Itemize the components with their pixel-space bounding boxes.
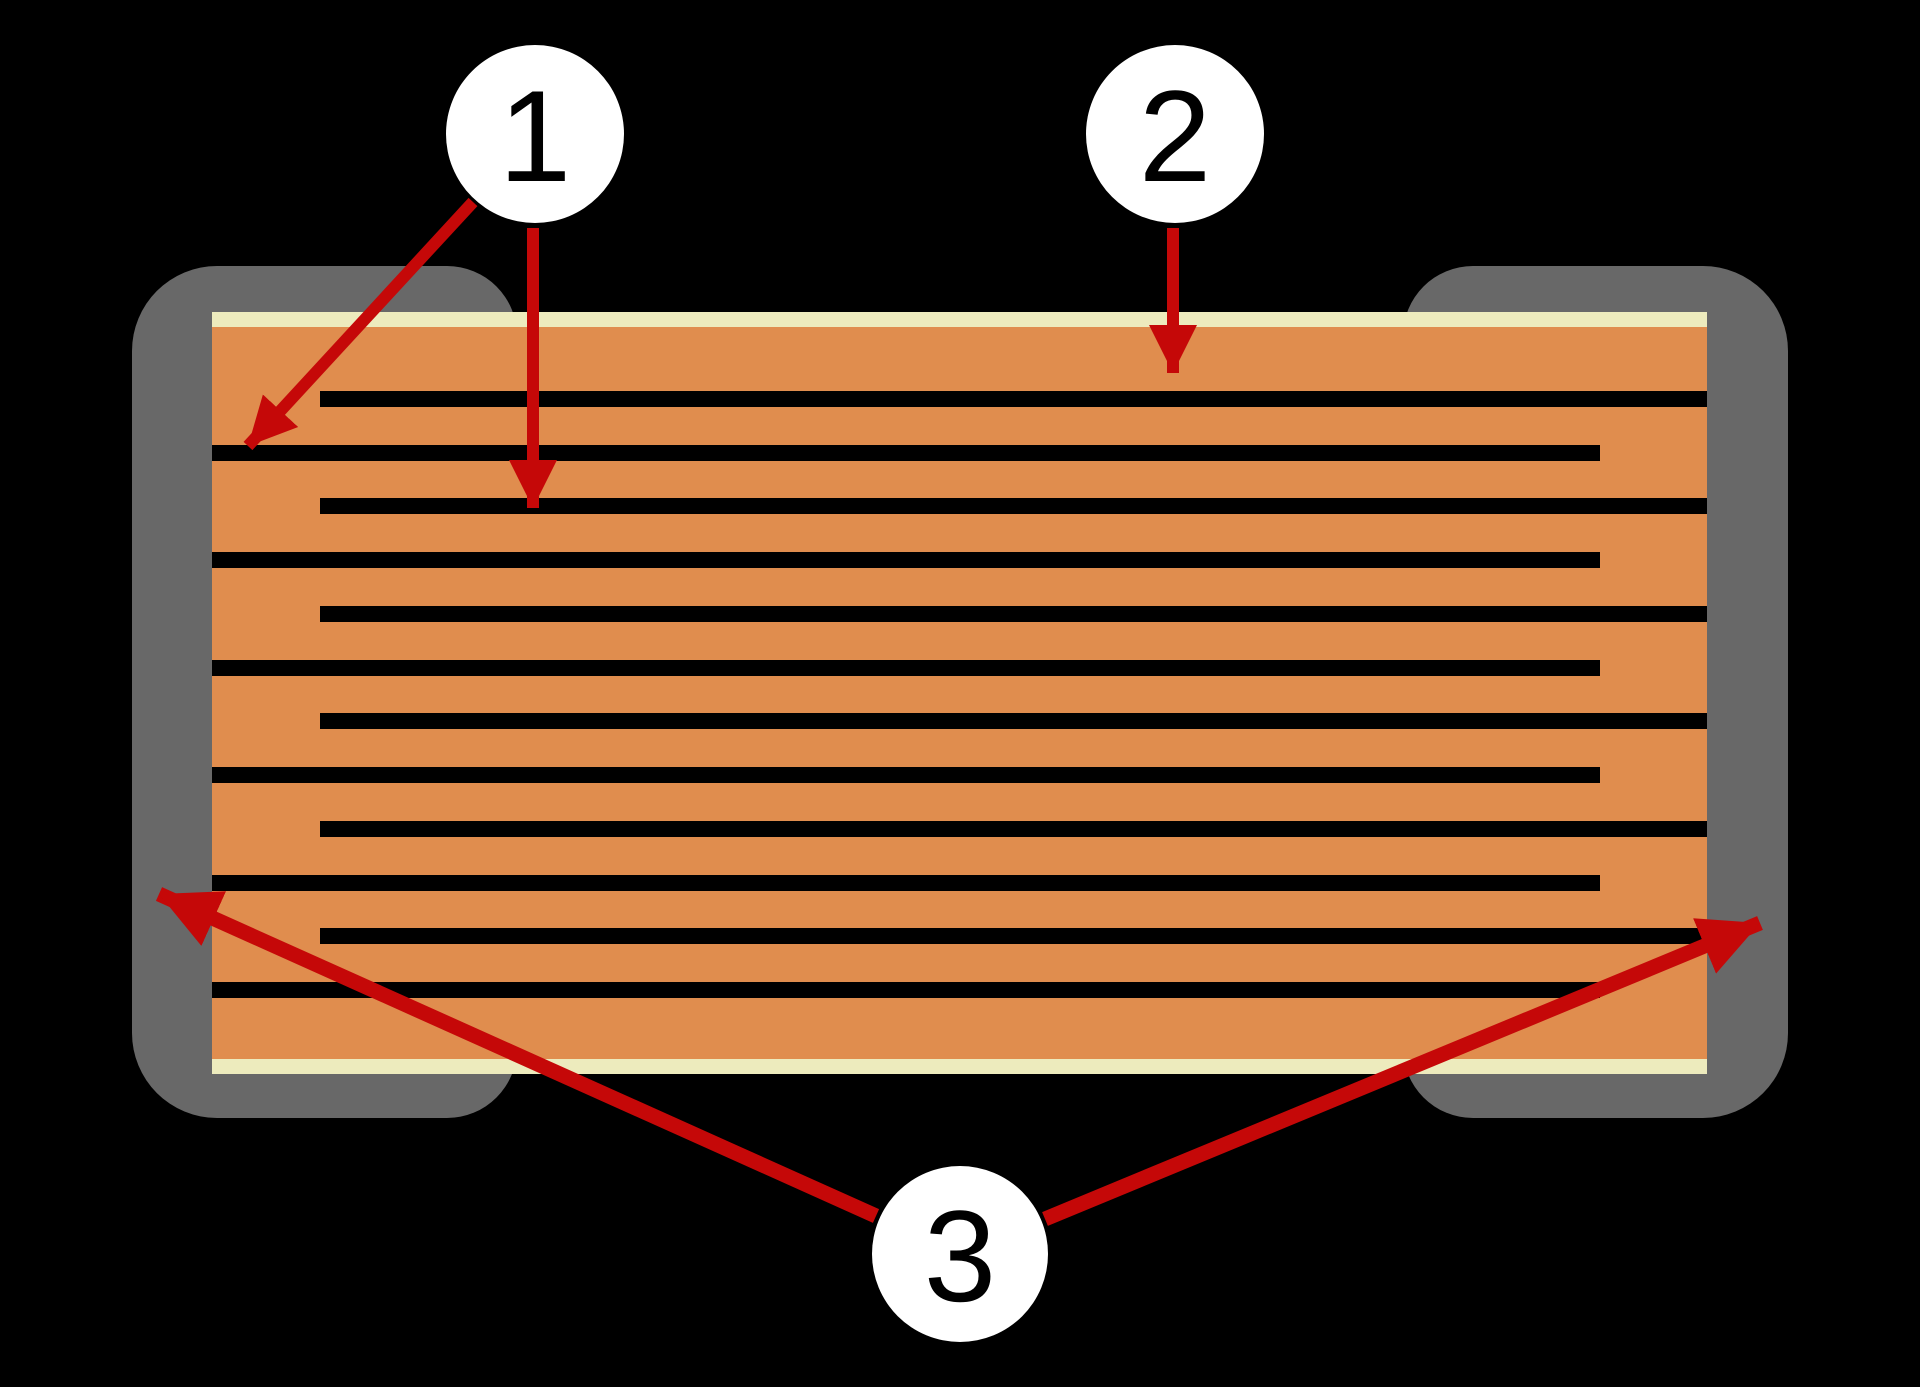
label-2-circle bbox=[1086, 45, 1264, 223]
electrode-layer-right bbox=[320, 391, 1707, 407]
electrode-layer-left bbox=[212, 767, 1600, 783]
label-3-text: 3 bbox=[924, 1183, 996, 1329]
label-1-circle bbox=[446, 45, 624, 223]
ceramic-body bbox=[212, 327, 1707, 1059]
label-3-balloon: 3 bbox=[872, 1166, 1048, 1342]
label-2-text: 2 bbox=[1139, 63, 1211, 209]
electrode-layer-right bbox=[320, 498, 1707, 514]
label-1-balloon: 1 bbox=[446, 45, 624, 223]
label-2-balloon: 2 bbox=[1086, 45, 1264, 223]
electrode-layer-left bbox=[212, 982, 1600, 998]
electrode-layer-right bbox=[320, 713, 1707, 729]
electrode-layer-right bbox=[320, 928, 1707, 944]
electrode-layer-left bbox=[212, 552, 1600, 568]
electrode-layer-left bbox=[212, 445, 1600, 461]
arrow-1-to-left-electrode bbox=[243, 197, 478, 451]
electrode-stack bbox=[212, 391, 1707, 998]
arrow-3-to-left-termination bbox=[155, 887, 880, 1223]
electrode-layer-right bbox=[320, 821, 1707, 837]
pointer-arrows bbox=[155, 197, 1763, 1226]
electrode-layer-right bbox=[320, 606, 1707, 622]
electrode-layer-left bbox=[212, 660, 1600, 676]
label-1-text: 1 bbox=[499, 63, 571, 209]
electrode-layer-left bbox=[212, 875, 1600, 891]
arrow-3-to-right-termination bbox=[1042, 916, 1763, 1226]
label-3-circle bbox=[872, 1166, 1048, 1342]
